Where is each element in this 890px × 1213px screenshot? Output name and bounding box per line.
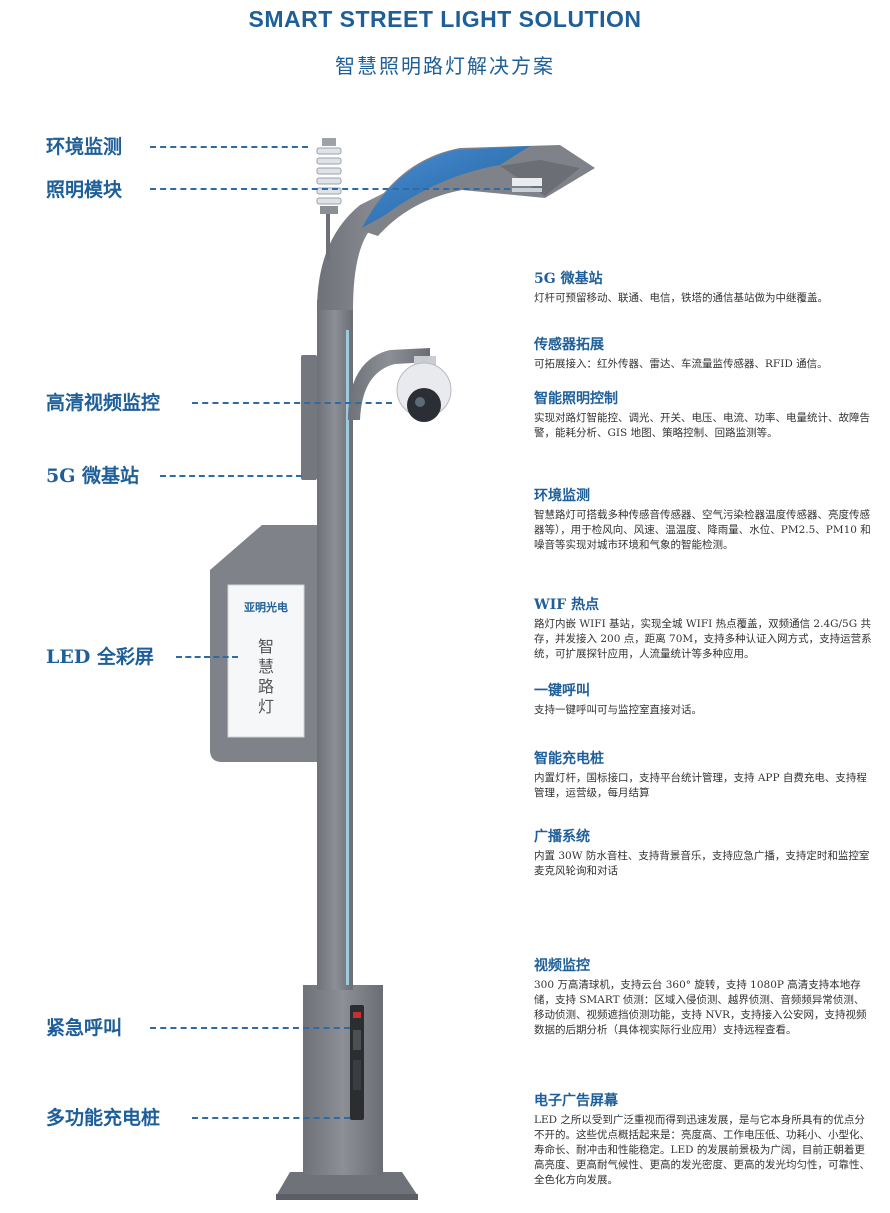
callout-hd-video: 高清视频监控: [46, 392, 161, 414]
title-english: SMART STREET LIGHT SOLUTION: [248, 6, 642, 32]
environment-sensor: [316, 138, 342, 214]
feature-ad-screen: 电子广告屏幕 LED 之所以受到广泛重视而得到迅速发展，是与它本身所具有的优点分…: [534, 1090, 874, 1188]
callout-leader: [150, 146, 308, 148]
feature-broadcast: 广播系统 内置 30W 防水音柱、支持背景音乐，支持应急广播，支持定时和监控室麦…: [534, 826, 874, 879]
pole-main-arm: [317, 165, 455, 310]
lamp-blue-cover: [362, 146, 530, 228]
feature-desc: 内置灯杆，国标接口，支持平台统计管理，支持 APP 自费充电、支持程管理，运营级…: [534, 772, 867, 799]
screen-char-4: 灯: [258, 697, 274, 716]
lighting-module: [512, 178, 542, 186]
feature-desc: 智慧路灯可搭载多种传感音传感器、空气污染检器温度传感器、亮度传感器等），用于检风…: [534, 509, 871, 551]
feature-desc: 灯杆可预留移动、联通、电信，铁塔的通信基站做为中继覆盖。: [534, 292, 828, 304]
feature-title: 智能充电桩: [534, 751, 604, 767]
pole-base-plate: [276, 1172, 418, 1196]
feature-desc: 支持一键呼叫可与监控室直接对话。: [534, 704, 702, 716]
feature-title: 一键呼叫: [534, 683, 590, 699]
screen-brand: 亚明光电: [244, 600, 288, 614]
feature-desc: 实现对路灯智能控、调光、开关、电压、电流、功率、电量统计、故障告警，能耗分析、G…: [534, 412, 870, 439]
led-screen-display: [227, 584, 305, 738]
feature-desc: 可拓展接入：红外传器、雷达、车流量监传感器、RFID 通信。: [534, 358, 828, 370]
callout-leader: [150, 188, 510, 190]
feature-title: 广播系统: [534, 829, 590, 845]
callout-leader: [150, 1027, 350, 1029]
callout-leader: [192, 402, 392, 404]
callout-environment: 环境监测: [46, 136, 123, 158]
feature-title: 电子广告屏幕: [534, 1093, 618, 1109]
screen-char-3: 路: [258, 677, 274, 696]
5g-base-station-box: [301, 355, 317, 480]
screen-char-2: 慧: [258, 657, 274, 676]
pole-lower-cabinet: [303, 985, 383, 1175]
feature-title: 5G 微基站: [534, 271, 603, 287]
feature-title: 环境监测: [534, 488, 590, 504]
feature-desc: LED 之所以受到广泛重视而得到迅速发展，是与它本身所具有的优点分不开的。这些优…: [534, 1114, 870, 1186]
feature-desc: 路灯内嵌 WIFI 基站，实现全城 WIFI 热点覆盖，双频通信 2.4G/5G…: [534, 618, 872, 660]
feature-sensor: 传感器拓展 可拓展接入：红外传器、雷达、车流量监传感器、RFID 通信。: [534, 334, 874, 372]
callout-lighting-module: 照明模块: [46, 179, 123, 201]
feature-desc: 内置 30W 防水音柱、支持背景音乐，支持应急广播，支持定时和监控室麦克风轮询和…: [534, 850, 870, 877]
feature-charging: 智能充电桩 内置灯杆，国标接口，支持平台统计管理，支持 APP 自费充电、支持程…: [534, 748, 874, 801]
camera-arm: [348, 348, 430, 420]
callout-emergency-call: 紧急呼叫: [46, 1017, 123, 1039]
feature-wifi: WIF 热点 路灯内嵌 WIFI 基站，实现全城 WIFI 热点覆盖，双频通信 …: [534, 594, 874, 662]
callout-leader: [176, 656, 238, 658]
callout-5g: 5G 微基站: [46, 465, 140, 487]
feature-video: 视频监控 300 万高清球机，支持云台 360° 旋转，支持 1080P 高清支…: [534, 955, 874, 1038]
feature-environment: 环境监测 智慧路灯可搭载多种传感音传感器、空气污染检器温度传感器、亮度传感器等）…: [534, 485, 874, 553]
callout-led-screen: LED 全彩屏: [46, 646, 154, 668]
feature-one-key-call: 一键呼叫 支持一键呼叫可与监控室直接对话。: [534, 680, 874, 718]
screen-char-1: 智: [258, 637, 274, 656]
callout-charging: 多功能充电桩: [46, 1107, 161, 1129]
feature-title: 传感器拓展: [534, 337, 604, 353]
callout-leader: [160, 475, 302, 477]
callout-leader: [192, 1117, 350, 1119]
feature-5g: 5G 微基站 灯杆可预留移动、联通、电信，铁塔的通信基站做为中继覆盖。: [534, 268, 874, 306]
feature-title: WIF 热点: [534, 597, 600, 613]
feature-title: 智能照明控制: [534, 391, 618, 407]
feature-title: 视频监控: [534, 958, 590, 974]
title-chinese: 智慧照明路灯解决方案: [335, 54, 555, 78]
feature-desc: 300 万高清球机，支持云台 360° 旋转，支持 1080P 高清支持本地存储…: [534, 979, 867, 1036]
dome-camera: [396, 356, 452, 422]
feature-lighting-control: 智能照明控制 实现对路灯智能控、调光、开关、电压、电流、功率、电量统计、故障告警…: [534, 388, 874, 441]
pole-base-foot: [276, 1194, 418, 1200]
